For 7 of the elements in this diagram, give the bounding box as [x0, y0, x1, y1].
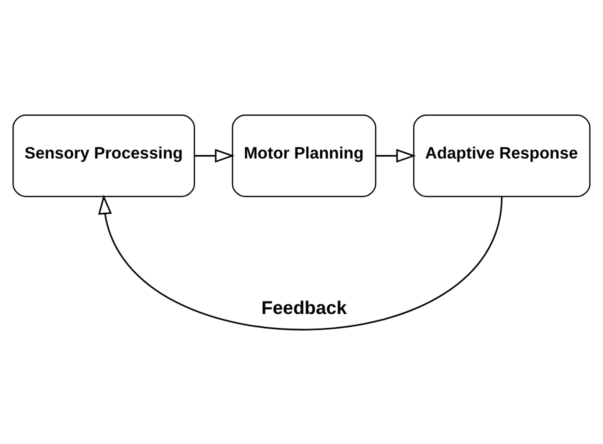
arrow [194, 148, 235, 162]
node-box: Motor Planning [232, 114, 376, 197]
edge-label: Feedback [261, 296, 347, 318]
node-box: Adaptive Response [413, 114, 590, 197]
arrow [98, 194, 503, 330]
node-box: Sensory Processing [12, 114, 195, 197]
arrow [376, 148, 416, 162]
